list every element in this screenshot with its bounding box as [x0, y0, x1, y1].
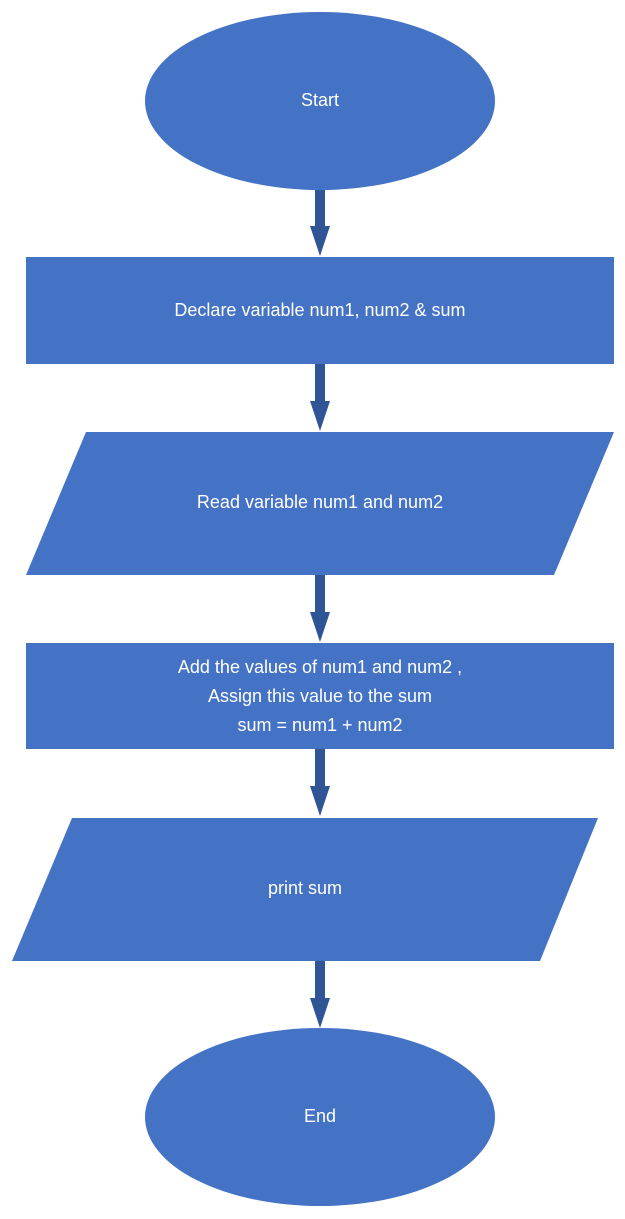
- io-parallelogram: [26, 432, 614, 575]
- node-end-label: End: [304, 1106, 336, 1126]
- node-end: End: [145, 1028, 495, 1206]
- arrow-head: [310, 612, 330, 642]
- terminal-ellipse: [145, 1028, 495, 1206]
- arrow-head: [310, 226, 330, 256]
- node-read: Read variable num1 and num2: [26, 432, 614, 575]
- io-parallelogram: [12, 818, 598, 961]
- arrow-shaft: [315, 364, 325, 402]
- arrow-shaft: [315, 189, 325, 227]
- arrow-head: [310, 998, 330, 1028]
- process-rectangle: [26, 643, 614, 749]
- arrow-shaft: [315, 749, 325, 787]
- node-print: print sum: [12, 818, 598, 961]
- node-start-label: Start: [301, 90, 339, 110]
- arrow-shaft: [315, 575, 325, 613]
- node-declare: Declare variable num1, num2 & sum: [26, 257, 614, 364]
- node-start: Start: [145, 12, 495, 190]
- arrow-print-to-end: [310, 961, 330, 1028]
- node-add-label-line-2: Assign this value to the sum: [208, 686, 432, 706]
- arrow-read-to-add: [310, 575, 330, 642]
- node-read-label: Read variable num1 and num2: [197, 492, 443, 512]
- node-print-label: print sum: [268, 878, 342, 898]
- terminal-ellipse: [145, 12, 495, 190]
- node-add-label-line-1: Add the values of num1 and num2 ,: [178, 657, 462, 677]
- node-add: Add the values of num1 and num2 , Assign…: [26, 643, 614, 749]
- arrow-head: [310, 401, 330, 431]
- arrow-head: [310, 786, 330, 816]
- arrow-add-to-print: [310, 749, 330, 816]
- node-declare-label: Declare variable num1, num2 & sum: [174, 300, 465, 320]
- node-add-label-line-3: sum = num1 + num2: [237, 715, 402, 735]
- arrow-shaft: [315, 961, 325, 999]
- arrow-start-to-declare: [310, 189, 330, 256]
- arrow-declare-to-read: [310, 364, 330, 431]
- process-rectangle: [26, 257, 614, 364]
